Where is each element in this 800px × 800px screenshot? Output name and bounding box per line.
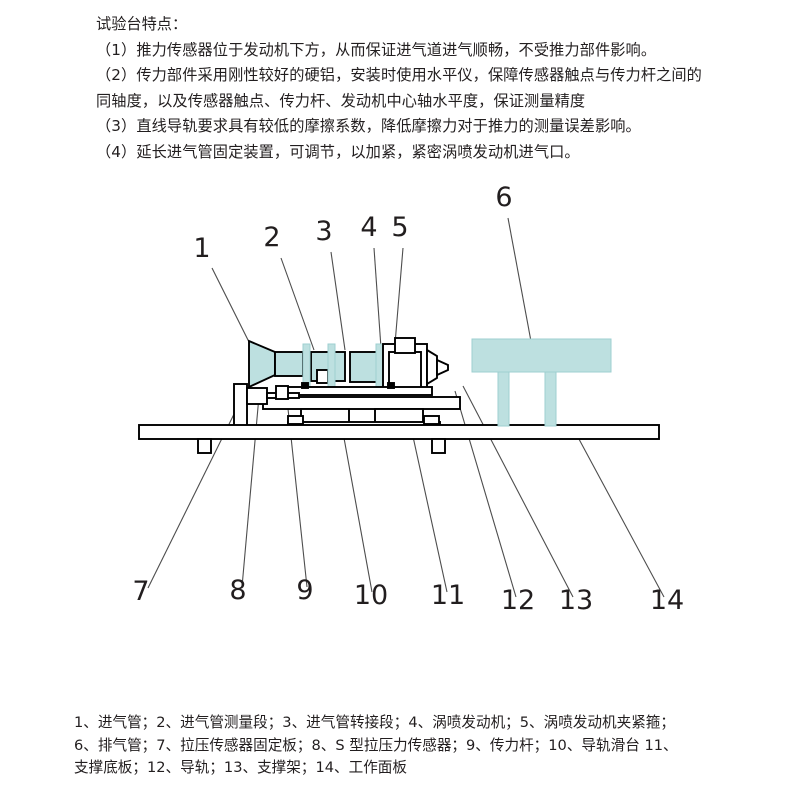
callout-number-10: 10 xyxy=(354,580,388,611)
feature-item-4: （4）延长进气管固定装置，可调节，以加紧，紧密涡喷发动机进气口。 xyxy=(96,142,580,161)
clamp-strap-2 xyxy=(327,343,336,388)
callout-number-14: 14 xyxy=(650,585,684,616)
exhaust-support-leg-right xyxy=(544,371,557,427)
leader-line-intake-adapter-section xyxy=(330,251,346,351)
feature-item-3: （3）直线导轨要求具有较低的摩擦系数，降低摩擦力对于推力的测量误差影响。 xyxy=(96,117,641,135)
leader-line-turbojet-engine xyxy=(373,247,382,349)
features-description: 试验台特点： （1）推力传感器位于发动机下方，从而保证进气道进气顺畅，不受推力部… xyxy=(96,12,708,165)
clamp-strap-1 xyxy=(302,343,311,388)
callout-number-3: 3 xyxy=(315,216,332,247)
leader-line-exhaust-pipe xyxy=(507,217,534,353)
machine-assembly xyxy=(138,337,660,454)
mount-block-right xyxy=(387,382,395,389)
legend-line-2: 6、排气管；7、拉压传感器固定板；8、S 型拉压力传感器；9、传力杆；10、导轨… xyxy=(74,736,678,754)
intake-pipe-segment xyxy=(274,351,304,377)
measuring-section-notch xyxy=(316,369,329,384)
force-rod-coupling xyxy=(275,385,289,400)
s-type-force-sensor xyxy=(246,387,268,405)
callout-number-5: 5 xyxy=(391,212,408,243)
callout-number-4: 4 xyxy=(360,212,377,243)
feature-item-2: （2）传力部件采用刚性较好的硬铝，安装时使用水平仪，保障传感器触点与传力杆之间的… xyxy=(96,66,702,110)
engine-clamp-collar-upper xyxy=(394,337,416,354)
callout-number-7: 7 xyxy=(132,576,149,607)
callout-number-12: 12 xyxy=(501,585,535,616)
mount-block-left xyxy=(301,382,309,389)
legend-line-3: 支撑底板；12、导轨；13、支撑架；14、工作面板 xyxy=(74,759,407,776)
leader-line-engine-clamp-collar xyxy=(394,247,404,345)
callout-number-2: 2 xyxy=(263,222,280,253)
features-title: 试验台特点： xyxy=(96,15,188,33)
legend-line-1: 1、进气管；2、进气管测量段；3、进气管转接段；4、涡喷发动机；5、涡喷发动机夹… xyxy=(74,714,675,731)
callout-number-11: 11 xyxy=(431,580,465,611)
leader-line-intake-pipe xyxy=(211,267,254,351)
parts-legend: 1、进气管；2、进气管测量段；3、进气管转接段；4、涡喷发动机；5、涡喷发动机夹… xyxy=(74,712,734,780)
leader-line-work-panel xyxy=(572,427,665,598)
support-frame-foot-left xyxy=(287,415,304,425)
support-frame-foot-right xyxy=(423,415,440,425)
work-panel-leg-left xyxy=(197,438,212,454)
engine-nose-cone xyxy=(436,358,449,377)
feature-item-1: （1）推力传感器位于发动机下方，从而保证进气道进气顺畅，不受推力部件影响。 xyxy=(96,40,657,59)
engine-rear-taper xyxy=(426,348,438,386)
work-panel-leg-right xyxy=(431,438,446,454)
exhaust-support-leg-left xyxy=(497,371,510,427)
callout-number-9: 9 xyxy=(296,575,313,606)
callout-number-8: 8 xyxy=(229,575,246,606)
work-panel xyxy=(138,424,660,440)
leader-line-support-frame xyxy=(462,385,574,598)
clamp-strap-3 xyxy=(375,343,384,388)
callout-number-6: 6 xyxy=(495,182,512,213)
callout-number-13: 13 xyxy=(559,585,593,616)
intake-pipe-bell xyxy=(248,339,276,389)
leader-line-intake-measuring-section xyxy=(280,257,315,351)
exhaust-pipe-body xyxy=(471,338,612,373)
callout-number-1: 1 xyxy=(193,233,210,264)
